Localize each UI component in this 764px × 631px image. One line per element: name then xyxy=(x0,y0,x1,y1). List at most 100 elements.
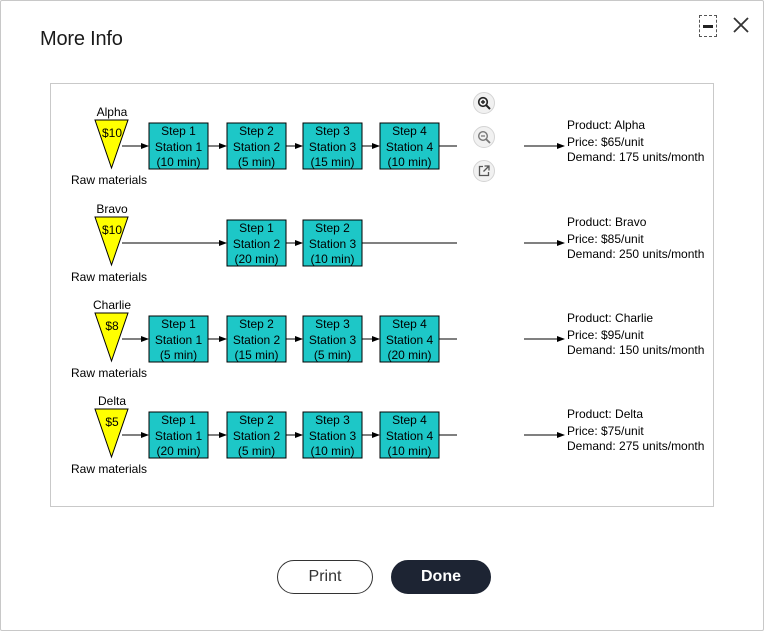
output-price-label: Price: $75/unit xyxy=(567,424,644,438)
step-label: Step 3 xyxy=(315,413,350,427)
station-label: Station 3 xyxy=(309,429,357,443)
station-label: Station 3 xyxy=(309,333,357,347)
station-label: Station 3 xyxy=(309,140,357,154)
zoom-out-button[interactable] xyxy=(473,126,495,148)
process-step-box xyxy=(226,411,287,459)
output-price-label: Price: $85/unit xyxy=(567,232,644,246)
popout-icon xyxy=(478,165,490,177)
raw-material-triangle xyxy=(94,119,129,170)
process-step-box xyxy=(148,411,209,459)
station-label: Station 1 xyxy=(155,429,203,443)
output-price-label: Price: $65/unit xyxy=(567,135,644,149)
raw-material-triangle xyxy=(94,408,129,459)
step-label: Step 1 xyxy=(239,221,274,235)
raw-material-triangle xyxy=(94,312,129,363)
step-time-label: (20 min) xyxy=(156,444,200,458)
step-time-label: (10 min) xyxy=(310,252,354,266)
step-label: Step 3 xyxy=(315,124,350,138)
step-label: Step 2 xyxy=(239,413,274,427)
output-product-label: Product: Alpha xyxy=(567,118,645,132)
station-label: Station 1 xyxy=(155,140,203,154)
step-label: Step 1 xyxy=(161,317,196,331)
output-demand-label: Demand: 175 units/month xyxy=(567,150,704,164)
step-time-label: (5 min) xyxy=(160,348,197,362)
raw-material-name: Charlie xyxy=(93,298,131,312)
process-step-box xyxy=(148,315,209,363)
station-label: Station 2 xyxy=(233,140,281,154)
process-step-box xyxy=(302,122,363,170)
process-step-box xyxy=(226,219,287,267)
step-time-label: (10 min) xyxy=(156,155,200,169)
step-time-label: (5 min) xyxy=(314,348,351,362)
step-time-label: (10 min) xyxy=(387,444,431,458)
output-demand-label: Demand: 150 units/month xyxy=(567,343,704,357)
station-label: Station 2 xyxy=(233,237,281,251)
process-step-box xyxy=(379,411,440,459)
step-time-label: (15 min) xyxy=(234,348,278,362)
print-button[interactable]: Print xyxy=(277,560,373,594)
close-button[interactable] xyxy=(729,13,753,37)
station-label: Station 1 xyxy=(155,333,203,347)
process-step-box xyxy=(226,122,287,170)
process-step-box xyxy=(226,315,287,363)
dialog-title: More Info xyxy=(40,28,123,50)
raw-material-triangle xyxy=(94,216,129,267)
step-time-label: (10 min) xyxy=(387,155,431,169)
minimize-button[interactable] xyxy=(699,15,717,37)
step-time-label: (10 min) xyxy=(310,444,354,458)
process-step-box xyxy=(302,315,363,363)
step-label: Step 4 xyxy=(392,413,427,427)
raw-material-name: Bravo xyxy=(96,202,128,216)
output-price-label: Price: $95/unit xyxy=(567,328,644,342)
step-time-label: (5 min) xyxy=(238,155,275,169)
raw-material-cost: $5 xyxy=(105,415,119,429)
output-product-label: Product: Delta xyxy=(567,407,643,421)
process-step-box xyxy=(379,122,440,170)
step-label: Step 1 xyxy=(161,124,196,138)
step-label: Step 3 xyxy=(315,317,350,331)
step-time-label: (20 min) xyxy=(387,348,431,362)
step-label: Step 4 xyxy=(392,317,427,331)
step-time-label: (15 min) xyxy=(310,155,354,169)
step-time-label: (5 min) xyxy=(238,444,275,458)
station-label: Station 4 xyxy=(386,140,434,154)
raw-material-cost: $10 xyxy=(102,126,122,140)
output-demand-label: Demand: 250 units/month xyxy=(567,247,704,261)
process-step-box xyxy=(148,122,209,170)
station-label: Station 2 xyxy=(233,333,281,347)
raw-materials-label: Raw materials xyxy=(71,270,147,284)
minimize-icon xyxy=(703,25,713,28)
step-label: Step 4 xyxy=(392,124,427,138)
done-button[interactable]: Done xyxy=(391,560,491,594)
process-step-box xyxy=(302,411,363,459)
close-icon xyxy=(733,17,749,33)
step-time-label: (20 min) xyxy=(234,252,278,266)
zoom-out-icon xyxy=(477,130,491,144)
raw-materials-label: Raw materials xyxy=(71,366,147,380)
popout-button[interactable] xyxy=(473,160,495,182)
output-product-label: Product: Charlie xyxy=(567,311,653,325)
station-label: Station 2 xyxy=(233,429,281,443)
raw-material-cost: $10 xyxy=(102,223,122,237)
station-label: Station 4 xyxy=(386,333,434,347)
station-label: Station 4 xyxy=(386,429,434,443)
zoom-in-button[interactable] xyxy=(473,92,495,114)
step-label: Step 2 xyxy=(315,221,350,235)
process-step-box xyxy=(302,219,363,267)
station-label: Station 3 xyxy=(309,237,357,251)
process-step-box xyxy=(379,315,440,363)
output-demand-label: Demand: 275 units/month xyxy=(567,439,704,453)
raw-materials-label: Raw materials xyxy=(71,462,147,476)
output-product-label: Product: Bravo xyxy=(567,215,647,229)
step-label: Step 2 xyxy=(239,124,274,138)
step-label: Step 1 xyxy=(161,413,196,427)
zoom-in-icon xyxy=(477,96,491,110)
raw-material-name: Alpha xyxy=(97,105,128,119)
